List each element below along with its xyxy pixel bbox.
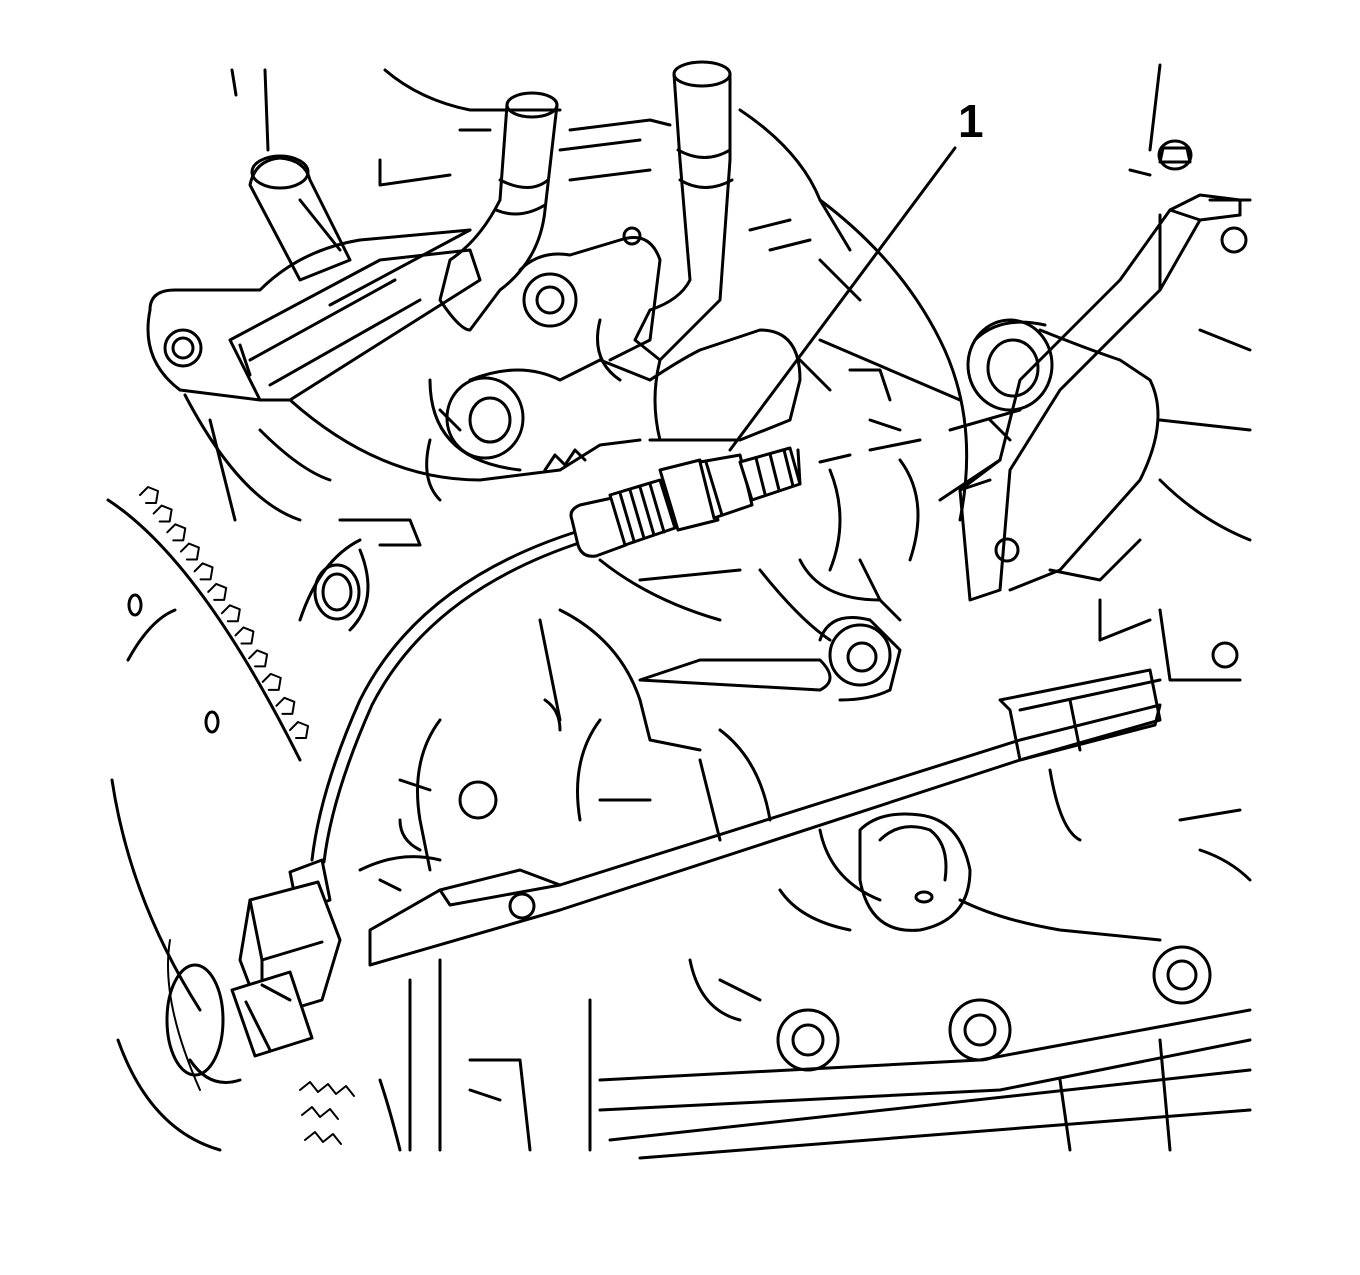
- gear-tooth: [179, 542, 200, 561]
- sensor-alignment-line: [818, 408, 1022, 464]
- heater-hose-pipe-right: [633, 60, 734, 362]
- ring-gear-teeth: [139, 486, 309, 739]
- gear-tooth: [289, 721, 309, 739]
- gear-tooth: [234, 626, 255, 645]
- heater-hose-pipe-middle: [438, 91, 559, 332]
- gear-tooth: [261, 672, 282, 691]
- heated-oxygen-sensor: [569, 446, 802, 558]
- flywheel: [106, 498, 302, 1152]
- gear-tooth: [248, 649, 269, 668]
- crankcase-rail: [368, 598, 1252, 1160]
- ring-gear-teeth-lower: [299, 1081, 355, 1145]
- gear-tooth: [193, 562, 214, 581]
- gear-tooth: [220, 604, 241, 623]
- heater-hose-pipe-left: [248, 154, 352, 282]
- gear-tooth: [166, 523, 187, 542]
- gear-tooth: [152, 504, 173, 523]
- callout-number: 1: [958, 95, 984, 147]
- gear-tooth: [207, 582, 228, 601]
- callout-leader-line: [728, 146, 957, 452]
- gear-tooth: [139, 486, 159, 504]
- sensor-wire-harness: [310, 528, 584, 864]
- sensor-electrical-connector: [230, 858, 342, 1058]
- coolant-outlet-housing: [146, 226, 802, 482]
- mounting-bracket: [958, 139, 1248, 602]
- engine-block: [183, 63, 1252, 892]
- gear-tooth: [275, 696, 296, 715]
